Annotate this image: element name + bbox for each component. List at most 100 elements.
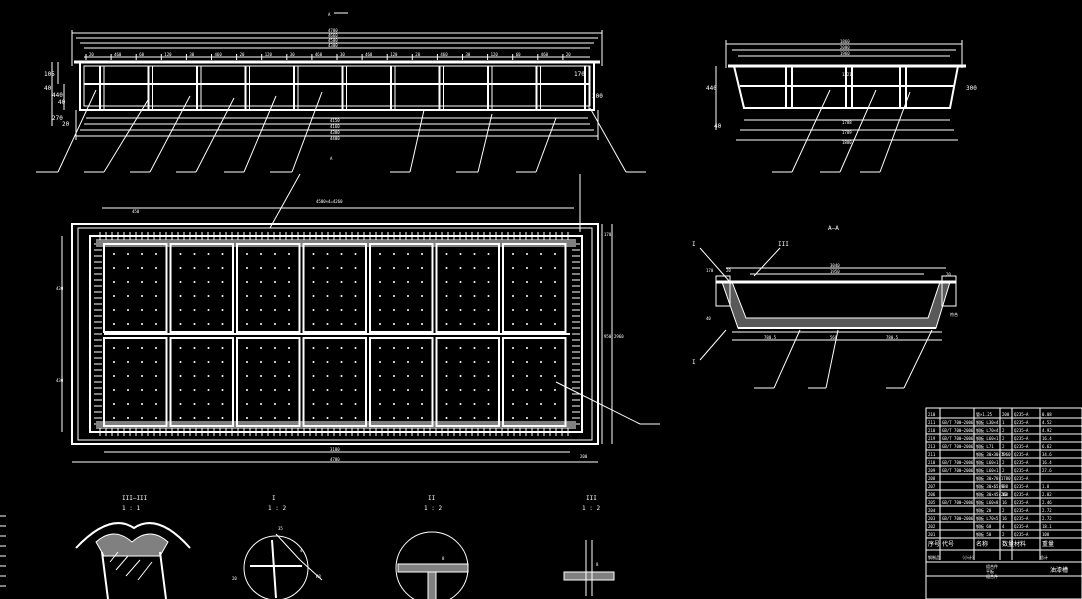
plan-hole (141, 403, 143, 405)
plan-hole (141, 323, 143, 325)
bom-cell: 2 (1002, 444, 1005, 449)
plan-hole (193, 403, 196, 405)
plan-hole (260, 361, 262, 363)
plan-hole (155, 309, 157, 311)
plan-hole (312, 267, 315, 269)
bom-cell: 219 (928, 436, 936, 441)
plan-hole (179, 389, 182, 391)
plan-hole (179, 295, 182, 297)
plan-hole (246, 253, 248, 255)
plan-hole (512, 389, 514, 391)
bom-cell: Q235—A (1014, 516, 1029, 521)
plan-hole (512, 375, 514, 377)
front-bottom-dim-3: 4300 (330, 130, 340, 135)
plan-hole (221, 347, 224, 349)
plan-hole (473, 361, 476, 363)
plan-hole (421, 295, 423, 297)
plan-hole (260, 389, 262, 391)
plan-left-dim-2: 430 (56, 378, 64, 383)
front-top-dim-2: 4660 (328, 33, 338, 38)
side-left-dim-1: 440 (706, 85, 717, 92)
plan-hole (155, 389, 157, 391)
front-leader-lines (36, 89, 646, 173)
plan-hole (221, 295, 224, 297)
plan-hole (326, 267, 329, 269)
detail-III: III 1 : 2 8 (563, 495, 615, 596)
bom-cell: 10 (1002, 492, 1007, 497)
plan-hole (127, 375, 129, 377)
plan-hole (207, 281, 210, 283)
section-right-dim-1: 20 (946, 272, 951, 277)
plan-hole (473, 347, 476, 349)
front-bottom-dim-4: 4400 (330, 136, 340, 141)
front-segment-dim: 120 (164, 52, 172, 57)
plan-hole (379, 403, 381, 405)
side-posts (785, 66, 907, 108)
plan-hole (221, 281, 224, 283)
front-segment-dim: 460 (541, 52, 549, 57)
plan-hole (445, 309, 448, 311)
plan-hole (113, 403, 115, 405)
plan-hole (246, 361, 248, 363)
plan-hole (221, 267, 224, 269)
bom-cell: 211 (928, 452, 936, 457)
plan-hole (512, 361, 514, 363)
plan-hole (393, 417, 395, 419)
plan-hole (274, 417, 276, 419)
plan-hole (246, 403, 248, 405)
plan-hole (487, 295, 490, 297)
plan-leader (269, 173, 301, 229)
plan-hole (221, 389, 224, 391)
detail-2-dim-4: 20 (232, 576, 237, 581)
plan-hole (141, 375, 143, 377)
bom-cell: 201 (928, 532, 936, 537)
plan-hole (113, 281, 115, 283)
plan-hole (487, 253, 490, 255)
plan-hole (487, 323, 490, 325)
plan-panel (369, 337, 434, 427)
front-bottom-dimensions: 4150 4160 4300 4400 (75, 110, 599, 141)
plan-tank-rim (89, 235, 583, 433)
plan-hole (554, 295, 556, 297)
front-segment-dim: 460 (440, 52, 448, 57)
plan-hole (540, 309, 542, 311)
plan-hole (445, 295, 448, 297)
plan-hole (274, 281, 276, 283)
plan-hole (127, 309, 129, 311)
bom-cell: Q235—A (1014, 444, 1029, 449)
plan-hole (407, 375, 409, 377)
plan-hole (473, 281, 476, 283)
plan-hole (354, 295, 357, 297)
bom-cell: 211 (928, 420, 936, 425)
plan-hole (221, 417, 224, 419)
bom-cell: GB/T 700—2006 (942, 468, 974, 473)
plan-hole (141, 267, 143, 269)
bom-cell: Q235—A (1014, 452, 1029, 457)
front-right-dim-2: 200 (592, 93, 603, 100)
side-bottom-dim-1: 1788 (842, 120, 852, 125)
plan-hole (354, 267, 357, 269)
detail-II: II 1 : 2 8 (395, 495, 469, 599)
bom-cell: 6.62 (1042, 444, 1052, 449)
detail-1-title: III—III (122, 495, 148, 502)
plan-hole (473, 375, 476, 377)
bom-cell: Q235—A (1014, 436, 1029, 441)
plan-hole (155, 281, 157, 283)
detail-3-scale: 1 : 2 (424, 505, 442, 512)
plan-hole (246, 417, 248, 419)
bom-cell: 2 (1002, 460, 1005, 465)
bom-header: 材料 (1014, 540, 1026, 548)
plan-hole (193, 417, 196, 419)
plan-hole (221, 309, 224, 311)
plan-hole (193, 361, 196, 363)
plan-hole (312, 253, 315, 255)
plan-panel (502, 337, 567, 427)
plan-hole (554, 375, 556, 377)
plan-hole (340, 253, 343, 255)
plan-hole (445, 389, 448, 391)
plan-hole (473, 253, 476, 255)
plan-hole (473, 267, 476, 269)
plan-hole (540, 347, 542, 349)
detail-1-scale: 1 : 1 (122, 505, 140, 512)
